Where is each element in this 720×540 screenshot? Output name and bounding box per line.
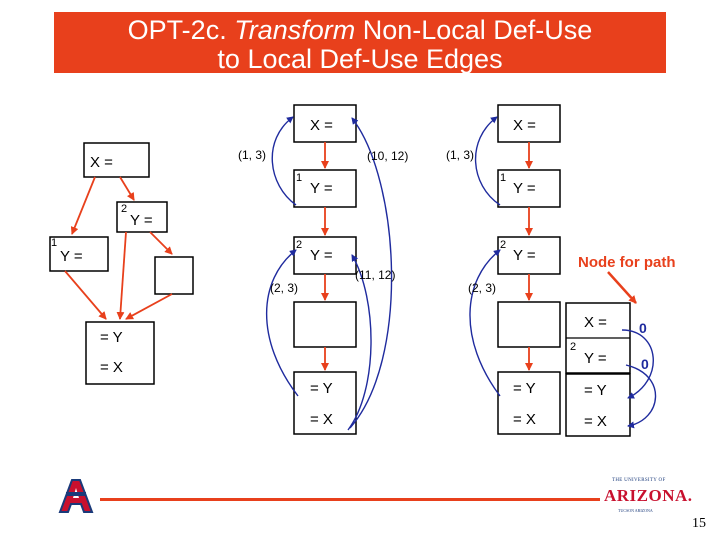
right-edge-23-label: (2, 3) [468,281,496,295]
path-node-arc-x [621,329,654,399]
right-x-def-label: X = [513,117,536,134]
left-edge-y2-use [116,231,127,320]
left-empty-node [154,256,194,295]
right-graph: X = 1 Y = 2 Y = = Y = X (1, 3) (2, 3) [446,104,561,435]
mid-use-y-label: = Y [310,380,333,397]
mid-use-node [293,371,357,435]
left-edge-y2-empty [149,231,173,255]
right-num-2: 2 [500,239,506,251]
university-logo-small: THE UNIVERSITY OF [612,478,666,483]
mid-edge-23-label: (2, 3) [270,281,298,295]
path-node-zero-2: 0 [641,356,649,372]
right-num-1: 1 [500,172,506,184]
mid-num-1: 1 [296,172,302,184]
left-edge-y1-use [64,270,107,320]
path-node-arc-y [625,364,657,429]
right-defuse-13-arc [474,116,501,206]
mid-defuse-23-arc [265,249,299,397]
slide-title-line1: OPT-2c. Transform Non-Local Def-Use [127,15,593,45]
left-edge-empty-use [125,293,173,320]
mid-edge-1012-label: (10, 12) [367,149,408,163]
left-graph: X = 2 Y = 1 Y = = Y = X [49,142,194,385]
right-defuse-23-arc [469,249,501,397]
mid-y-def-label-2: Y = [310,247,333,264]
university-logo: THE UNIVERSITY OF ARIZONA. TUCSON ARIZON… [600,476,692,516]
path-node-pointer [607,271,637,304]
right-y-def-node-1 [497,169,561,208]
mid-y-def-label-1: Y = [310,180,333,197]
left-use-y-label: = Y [100,329,123,346]
university-logo-name: ARIZONA. [604,486,693,505]
path-node-use-box [565,373,631,437]
mid-defuse-1012-arc [349,117,393,429]
left-x-def-label: X = [90,154,113,171]
path-node-label: Node for path [578,254,676,271]
mid-num-2: 2 [296,239,302,251]
title-emphasis: Transform [234,15,356,45]
left-edge-x-y2 [119,176,135,201]
left-y-def-label-2: Y = [130,212,153,229]
left-x-def-node [83,142,150,178]
mid-x-def-label: X = [310,117,333,134]
left-num-2: 2 [121,203,127,215]
right-y-def-label-2: Y = [513,247,536,264]
arizona-a-logo [56,476,96,521]
university-logo-sub: TUCSON ARIZONA [618,508,653,513]
path-node-num-2: 2 [570,341,576,353]
right-x-def-node [497,104,561,143]
left-use-x-label: = X [100,359,123,376]
footer-divider [100,498,600,501]
path-node-zero-1: 0 [639,320,647,336]
right-use-y-label: = Y [513,380,536,397]
left-y-def-node-2 [116,201,168,233]
left-y-def-label-1: Y = [60,248,83,265]
mid-defuse-1112-arc [347,254,372,431]
right-use-x-label: = X [513,411,536,428]
left-edge-x-y1 [70,176,96,235]
slide-title-line2: to Local Def-Use Edges [217,44,503,74]
path-node-group: Node for path X = 2 Y = = Y = X 0 0 [565,254,676,437]
right-y-def-label-1: Y = [513,180,536,197]
page-number: 15 [692,516,706,531]
mid-defuse-13-arc [271,116,297,206]
slide-title-bar: OPT-2c. Transform Non-Local Def-Use to L… [54,12,666,73]
mid-edge-1112-label: (11, 12) [355,268,395,282]
left-use-node [85,321,155,385]
right-edge-13-label: (1, 3) [446,148,474,162]
path-node-x-def: X = [584,314,607,331]
mid-empty-node [293,301,357,348]
left-num-1: 1 [51,237,57,249]
right-use-node [497,371,561,435]
mid-use-x-label: = X [310,411,333,428]
right-empty-node [497,301,561,348]
right-y-def-node-2 [497,236,561,275]
mid-edge-13-label: (1, 3) [238,148,266,162]
path-node-use-y: = Y [584,382,607,399]
path-node-y-def: Y = [584,350,607,367]
left-y-def-node-1 [49,236,109,272]
middle-graph: X = 1 Y = 2 Y = = Y = X (1, 3) (10, 12) … [238,104,408,435]
path-node-use-x: = X [584,413,607,430]
